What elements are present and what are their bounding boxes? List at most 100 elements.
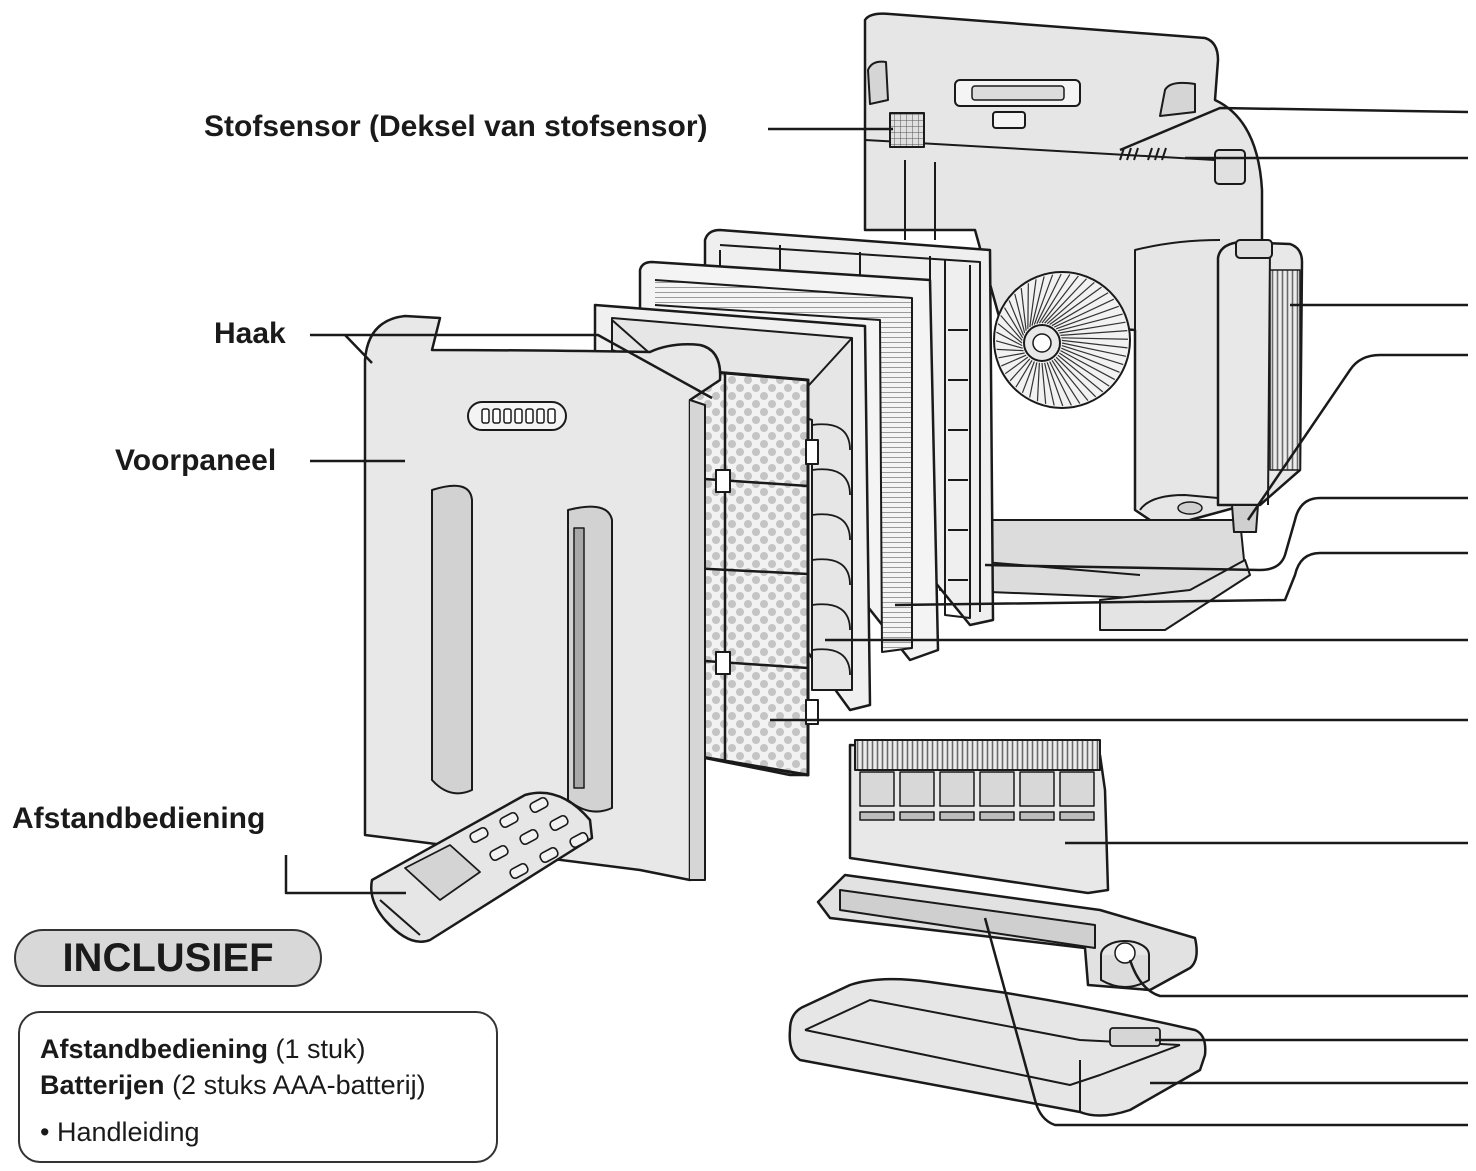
- included-item-name: Afstandbediening: [40, 1034, 268, 1064]
- filter-tray: [816, 873, 1198, 992]
- fan-blade: [1031, 276, 1045, 326]
- fan-blade: [1020, 288, 1027, 331]
- fan-blade: [1008, 300, 1025, 336]
- filter-cell: [899, 771, 935, 807]
- leader-r6: [894, 551, 1468, 607]
- fan-blade: [1009, 358, 1031, 382]
- fan-blade: [1049, 361, 1072, 406]
- included-items-box: Afstandbediening (1 stuk) Batterijen (2 …: [18, 1011, 498, 1163]
- fan-blade: [1021, 361, 1035, 394]
- fan-blade: [1038, 274, 1071, 324]
- filter-cell-base: [979, 811, 1015, 821]
- fan-blade: [1029, 279, 1037, 328]
- remote-button: [539, 846, 559, 864]
- fan-blade: [1058, 352, 1110, 387]
- fan-blade: [1051, 359, 1081, 404]
- panel-vent: [481, 408, 490, 424]
- fan-blade: [1057, 313, 1123, 332]
- fan-blade: [1061, 347, 1120, 373]
- included-item-detail: (1 stuk): [275, 1034, 366, 1064]
- humidifying-filter: [848, 739, 1110, 895]
- remote-button: [549, 814, 569, 832]
- fan-blade: [1061, 345, 1124, 366]
- panel-vent: [503, 408, 512, 424]
- filter-cell-base: [859, 811, 895, 821]
- fan-blade: [1046, 282, 1095, 325]
- front-panel: [363, 314, 722, 882]
- fan-blade: [995, 340, 1023, 349]
- fan-blade: [1061, 342, 1127, 357]
- label-remote: Afstandbediening: [12, 802, 266, 835]
- fan-blade: [1001, 354, 1027, 367]
- included-item: Afstandbediening (1 stuk): [40, 1031, 476, 1067]
- included-item-detail: (2 stuks AAA-batterij): [172, 1070, 426, 1101]
- fan-blade: [1041, 275, 1079, 324]
- fan-blade: [1015, 360, 1033, 388]
- fan-blade: [996, 348, 1024, 352]
- pre-filter: [688, 368, 819, 777]
- filter-cell-base: [939, 811, 975, 821]
- fan-blade: [1055, 305, 1119, 330]
- leader-r5: [984, 496, 1468, 572]
- fan-blade: [1060, 350, 1116, 381]
- panel-vent: [547, 408, 556, 424]
- water-tank: [1216, 239, 1304, 533]
- label-hook: Haak: [214, 317, 286, 350]
- fan-blade: [998, 352, 1025, 359]
- filter-cell: [1059, 771, 1095, 807]
- remote-button: [509, 862, 529, 880]
- included-item-name: Batterijen: [40, 1070, 165, 1101]
- fan-blade: [1055, 356, 1097, 398]
- filter-cell: [939, 771, 975, 807]
- unit-base: [939, 519, 1251, 631]
- fan-blade: [1044, 278, 1087, 324]
- fan-blade: [1036, 273, 1062, 324]
- panel-vent: [514, 408, 523, 424]
- panel-vent: [492, 408, 501, 424]
- label-front-panel: Voorpaneel: [115, 444, 277, 477]
- fan-blade: [1049, 286, 1102, 326]
- filter-cell-base: [1019, 811, 1055, 821]
- filter-cell: [859, 771, 895, 807]
- fan-blade: [1004, 356, 1029, 375]
- fan-blade: [1033, 274, 1054, 325]
- remote-button: [499, 811, 519, 829]
- included-title-badge: INCLUSIEF: [14, 929, 322, 987]
- fan-blade: [1014, 293, 1026, 334]
- included-item: Batterijen (2 stuks AAA-batterij): [40, 1067, 476, 1103]
- fan-blade: [1036, 362, 1040, 402]
- filter-cell: [979, 771, 1015, 807]
- fan-blade: [1044, 362, 1055, 406]
- leader-hook: [310, 333, 713, 400]
- fan-blade: [1053, 358, 1089, 402]
- remote-button: [569, 831, 589, 849]
- fan-blade: [1003, 307, 1024, 339]
- leader-lines: [284, 106, 1469, 1127]
- leader-r1: [1119, 106, 1469, 152]
- fan: [993, 271, 1131, 409]
- remote-control: [370, 791, 594, 943]
- fan-blade: [1000, 315, 1023, 341]
- label-dust-sensor: Stofsensor (Deksel van stofsensor): [204, 110, 708, 143]
- remote-button: [469, 826, 489, 844]
- fan-blade: [1061, 337, 1129, 340]
- filter-cell-base: [1059, 811, 1095, 821]
- fan-blade: [1046, 362, 1064, 407]
- fan-blade: [1060, 330, 1128, 336]
- remote-button: [489, 844, 509, 862]
- leader-remote: [284, 855, 406, 895]
- included-bullet: • Handleiding: [40, 1116, 200, 1147]
- leader-r13: [983, 917, 1468, 1127]
- remote-button: [519, 828, 539, 846]
- fan-blade: [1053, 298, 1115, 328]
- panel-vent: [536, 408, 545, 424]
- fan-blade: [1029, 362, 1038, 398]
- remote-button: [529, 796, 549, 814]
- panel-vent: [525, 408, 534, 424]
- fan-blade: [1057, 354, 1104, 393]
- water-tray: [788, 977, 1207, 1117]
- filter-cell: [1019, 771, 1055, 807]
- fan-blade: [1061, 339, 1128, 349]
- fan-blade: [1041, 362, 1047, 405]
